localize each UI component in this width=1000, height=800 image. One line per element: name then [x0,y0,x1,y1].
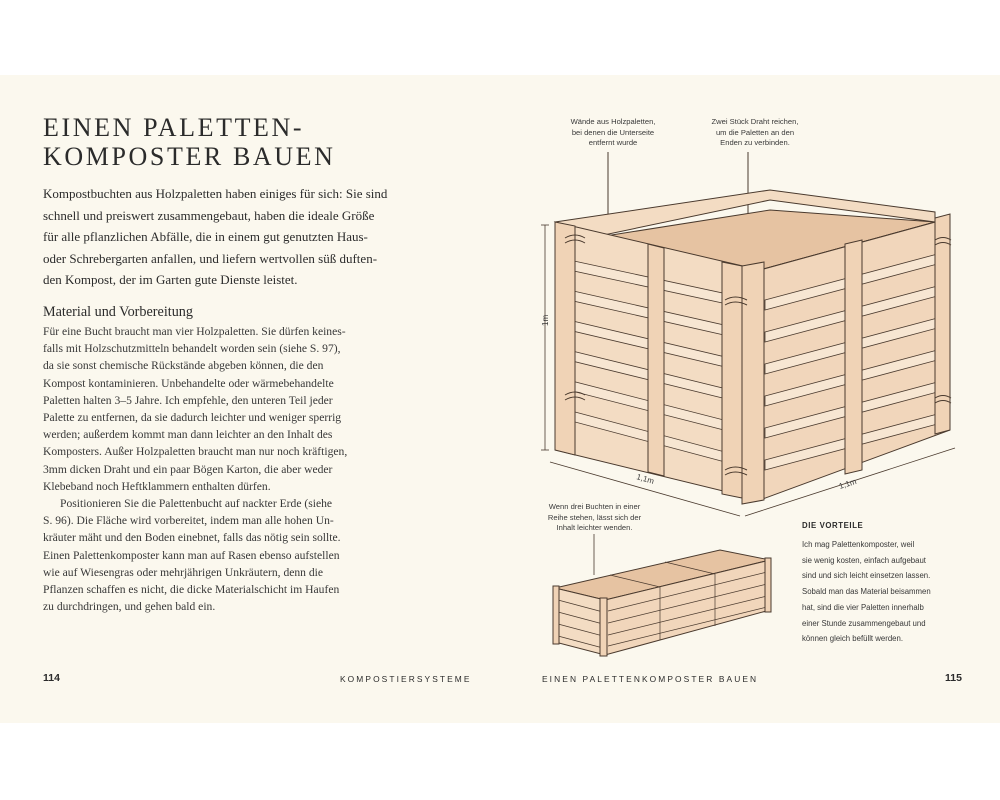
posts [554,213,951,505]
caption-line: Enden zu verbinden. [720,138,790,147]
caption-wire: Zwei Stück Draht reichen, um die Palette… [690,117,820,149]
title-line: EINEN PALETTEN- [43,113,305,142]
running-head-left: KOMPOSTIERSYSTEME [340,674,472,684]
caption-line: Wenn drei Buchten in einer [548,502,641,511]
dim-height-label: 1m [541,315,550,326]
body-text: Für eine Bucht braucht man vier Holzpale… [43,323,383,615]
caption-line: um die Paletten an den [715,127,795,137]
vorteile-line: können gleich befüllt werden. [802,634,903,644]
caption-line: Zwei Stück Draht reichen, [711,117,799,126]
body-line: Für eine Bucht braucht man vier Holzpale… [43,325,346,338]
vorteile-line: sie wenig kosten, einfach aufgebaut [802,555,926,565]
vorteile-line: sind und sich leicht einsetzen lassen. [802,571,931,581]
intro-line: schnell und preiswert zusammengebaut, ha… [43,207,375,223]
body-line: Komposters. Außer Holzpaletten braucht m… [43,445,348,459]
vorteile-line: hat, sind die vier Paletten innerhalb [802,602,924,612]
dim-width-right-label: 1,1m [838,477,858,491]
caption-line: Inhalt leichter wenden. [556,523,633,532]
vorteile-line: einer Stunde zusammengebaut und [802,618,926,628]
pallet-composter-illustration: 1m 1,1m 1,1m [541,152,956,657]
wire-ties [564,234,952,476]
caption-line: bei denen die Unterseite [571,127,655,137]
body-line: falls mit Holzschutzmitteln behandelt wo… [43,342,341,356]
page-number-left: 114 [43,672,60,684]
body-line: Pflanzen schaffen es nicht, die dicke Ma… [43,583,340,597]
caption-line: Wände aus Holzpaletten, [570,117,656,126]
body-line: zu durchdringen, und gehen bald ein. [43,600,216,614]
body-line: Palette zu entfernen, da sie dadurch lei… [43,411,342,425]
caption-walls: Wände aus Holzpaletten, bei denen die Un… [553,117,673,149]
body-line: Positionieren Sie die Palettenbucht auf … [60,497,333,511]
body-line: Paletten halten 3–5 Jahre. Ich empfehle,… [43,393,333,407]
body-line: Kompost kontaminieren. Unbehandelte oder… [43,376,334,390]
body-line: wie auf Wiesengras oder mehrjährigen Unk… [43,565,324,579]
vorteile-heading: DIE VORTEILE [802,521,864,530]
title-line: KOMPOSTER BAUEN [43,142,336,171]
vorteile-line: Sobald man das Material beisammen [802,587,931,597]
running-head-right: EINEN PALETTENKOMPOSTER BAUEN [542,674,759,684]
dim-width-left-label: 1,1m [635,472,655,486]
intro-line: oder Schrebergarten anfallen, und liefer… [43,250,378,266]
intro-line: den Kompost, der im Garten gute Dienste … [43,272,298,287]
vorteile-text: Ich mag Palettenkomposter, weil sie weni… [802,537,931,647]
vorteile-line: Ich mag Palettenkomposter, weil [802,540,915,549]
body-line: da sie sonst chemische Rückstände abgebe… [43,359,324,373]
body-line: werden; außerdem kommt man dann leichter… [43,428,333,442]
body-line: 3mm dicken Draht und ein paar Bögen Kart… [43,462,333,476]
caption-row: Wenn drei Buchten in einer Reihe stehen,… [532,502,657,534]
body-line: S. 96). Die Fläche wird vorbereitet, ind… [43,514,334,528]
body-line: Klebeband noch Heftklammern enthalten dü… [43,479,271,493]
section-heading: Material und Vorbereitung [43,304,193,320]
body-line: Einen Palettenkomposter kann man auf Ras… [43,548,340,562]
three-bays-illustration [552,549,772,657]
dimension-lines [541,224,956,517]
body-line: kräuter mäht und den Boden einebnet, fal… [43,531,341,545]
intro-paragraph: Kompostbuchten aus Holzpaletten haben ei… [43,183,393,291]
caption-line: Reihe stehen, lässt sich der [547,512,642,522]
caption-line: entfernt wurde [588,138,638,147]
page-number-right: 115 [945,672,962,684]
page-title: EINEN PALETTEN- KOMPOSTER BAUEN [43,113,336,171]
intro-line: für alle pflanzlichen Abfälle, die in ei… [43,229,368,244]
intro-line: Kompostbuchten aus Holzpaletten haben ei… [43,186,388,201]
